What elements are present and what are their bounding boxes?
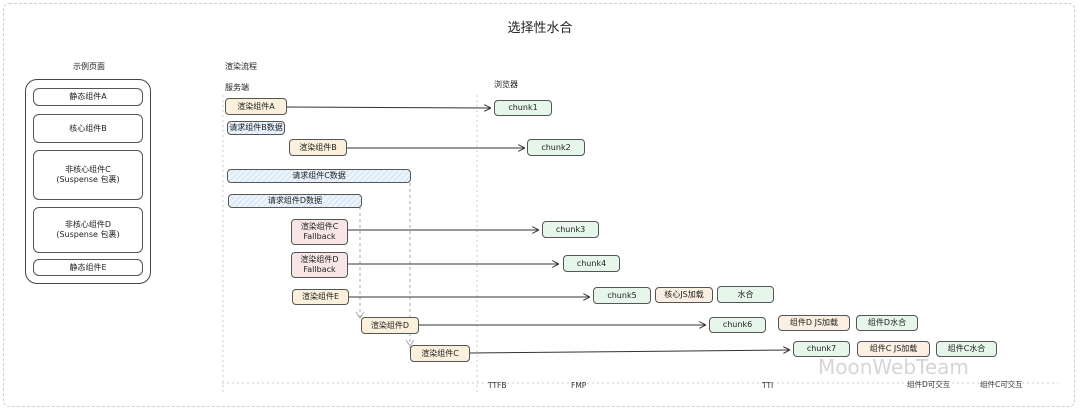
core-component-b: 核心组件B bbox=[33, 114, 143, 143]
non-core-component-d: 非核心组件D (Suspense 包裹) bbox=[33, 207, 143, 253]
component-c-hydrate: 组件C水合 bbox=[936, 341, 997, 357]
chunk-1: chunk1 bbox=[494, 100, 552, 116]
chunk-3: chunk3 bbox=[542, 221, 599, 238]
step-fallback-c: 渲染组件C Fallback bbox=[291, 219, 348, 245]
flow-header: 渲染流程 bbox=[225, 62, 257, 71]
step-request-c: 请求组件C数据 bbox=[227, 169, 411, 183]
core-js-load: 核心JS加载 bbox=[655, 287, 713, 303]
static-component-e: 静态组件E bbox=[33, 259, 143, 276]
timeline-ttfb: TTFB bbox=[488, 381, 507, 390]
timeline-d-interactive: 组件D可交互 bbox=[907, 380, 951, 389]
chunk-2: chunk2 bbox=[527, 139, 585, 156]
component-d-js-load: 组件D JS加载 bbox=[778, 315, 850, 331]
non-core-component-c: 非核心组件C (Suspense 包裹) bbox=[33, 150, 143, 200]
component-d-hydrate: 组件D水合 bbox=[856, 315, 918, 331]
timeline-c-interactive: 组件C可交互 bbox=[980, 380, 1023, 389]
step-render-a: 渲染组件A bbox=[225, 98, 287, 115]
step-request-d: 请求组件D数据 bbox=[228, 194, 362, 208]
chunk-5: chunk5 bbox=[593, 287, 651, 304]
timeline-tti: TTI bbox=[762, 381, 774, 390]
browser-label: 浏览器 bbox=[494, 80, 518, 89]
chunk-7: chunk7 bbox=[793, 341, 850, 357]
step-render-d: 渲染组件D bbox=[361, 317, 419, 334]
static-component-a: 静态组件A bbox=[33, 88, 143, 106]
timeline-fmp: FMP bbox=[571, 381, 587, 390]
sample-page-header: 示例页面 bbox=[73, 62, 105, 71]
component-c-js-load: 组件C JS加载 bbox=[857, 341, 930, 357]
step-render-b: 渲染组件B bbox=[289, 139, 347, 156]
hydrate: 水合 bbox=[717, 286, 774, 303]
chunk-6: chunk6 bbox=[709, 317, 766, 333]
step-fallback-d: 渲染组件D Fallback bbox=[291, 252, 348, 278]
step-request-b: 请求组件B数据 bbox=[227, 121, 285, 135]
canvas-frame bbox=[3, 3, 1075, 407]
step-render-e: 渲染组件E bbox=[292, 289, 349, 305]
step-render-c: 渲染组件C bbox=[410, 345, 470, 362]
chunk-4: chunk4 bbox=[563, 255, 620, 272]
diagram-title: 选择性水合 bbox=[507, 21, 573, 36]
sample-page-container bbox=[25, 79, 151, 284]
server-label: 服务端 bbox=[225, 83, 249, 92]
watermark: MoonWebTeam bbox=[818, 355, 969, 379]
